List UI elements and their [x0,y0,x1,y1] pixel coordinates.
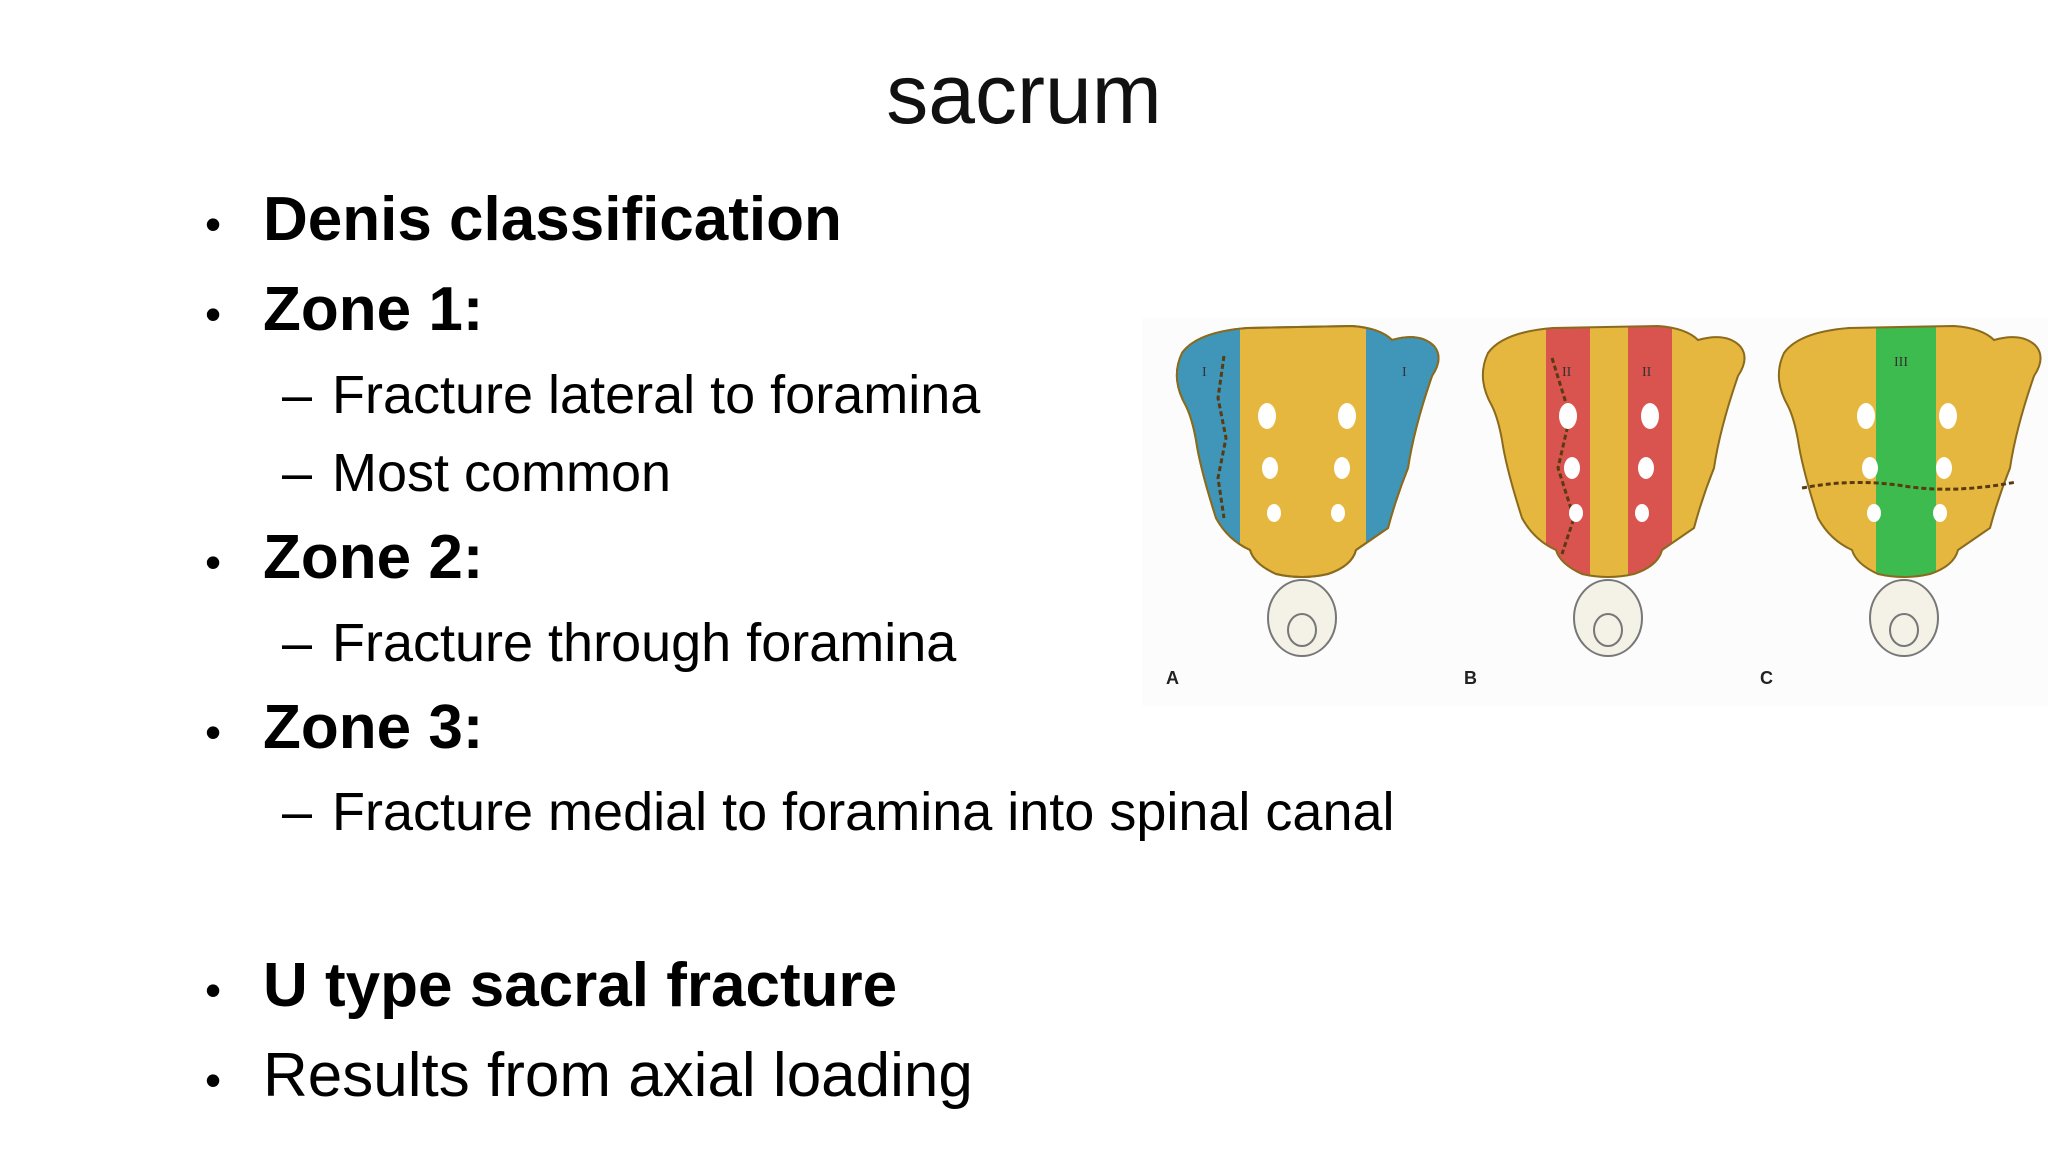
panel-a: I I A [1166,324,1440,688]
bullet-text: U type sacral fracture [263,951,898,1020]
bullet-text: Zone 3: [263,693,484,762]
dash-marker: – [282,782,313,842]
bullet-marker: • [205,198,222,250]
zone-mark: I [1402,365,1407,380]
panel-label-c: C [1760,668,1773,688]
dash-marker: – [282,613,313,673]
bullet-marker: • [205,706,222,758]
bullet-text: Results from axial loading [263,1041,973,1110]
dash-marker: – [282,365,313,425]
bullet-marker: • [205,536,222,588]
bullet-marker: • [205,964,222,1016]
sacrum-illustration: I I A II [1166,324,2042,688]
panel-label-b: B [1464,668,1477,688]
bullet-text: Denis classification [263,185,842,254]
sub-bullet-text: Most common [332,443,672,503]
sub-bullet-text: Fracture through foramina [332,613,957,673]
sub-bullet-text: Fracture lateral to foramina [332,365,981,425]
panel-b: II II B [1464,324,1746,688]
sub-bullet-text: Fracture medial to foramina into spinal … [332,782,1395,842]
panel-c: III C [1760,324,2042,688]
slide-title: sacrum [886,47,1162,141]
zone-mark: II [1642,365,1652,380]
bullet-marker: • [205,1054,222,1106]
zone-mark: I [1202,365,1207,380]
dash-marker: – [282,443,313,503]
bullet-text: Zone 1: [263,275,484,344]
zone-mark: III [1894,355,1908,370]
sacrum-denis-zones-figure: I I A II [1142,318,2048,706]
panel-label-a: A [1166,668,1179,688]
bullet-text: Zone 2: [263,523,484,592]
bullet-marker: • [205,288,222,340]
zone-mark: II [1562,365,1572,380]
